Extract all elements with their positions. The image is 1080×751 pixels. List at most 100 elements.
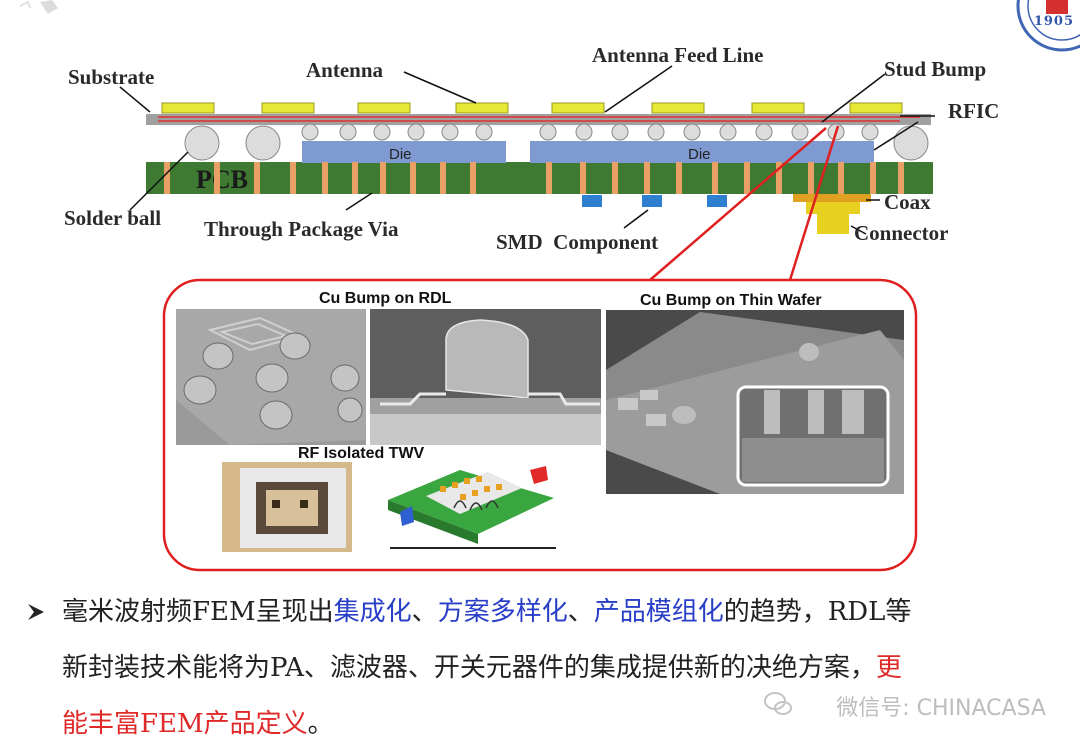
antenna-patch: [849, 102, 903, 114]
highlight-integration: 集成化: [333, 597, 412, 627]
through-package-via: [580, 162, 586, 194]
through-package-via: [838, 162, 844, 194]
pcb-label: PCB: [196, 165, 248, 194]
pcb-layer: [146, 162, 933, 194]
through-package-via: [898, 162, 904, 194]
through-package-via: [380, 162, 386, 194]
antenna-patch: [651, 102, 705, 114]
bullet-arrow-icon: [28, 604, 44, 620]
die-right-label: Die: [688, 146, 711, 163]
stud-bump: [647, 123, 665, 141]
through-package-via: [644, 162, 650, 194]
through-package-via: [776, 162, 782, 194]
label-substrate: Substrate: [68, 65, 154, 89]
through-package-via: [254, 162, 260, 194]
through-package-via: [352, 162, 358, 194]
substrate-layer: [146, 114, 931, 125]
watermark: 微信号: CHINACASA: [836, 696, 1046, 721]
photo-title-rf-isolated-twv: RF Isolated TWV: [298, 445, 425, 462]
die-left-label: Die: [389, 146, 412, 163]
label-solder-ball: Solder ball: [64, 206, 161, 230]
through-package-via: [870, 162, 876, 194]
label-antenna: Antenna: [306, 58, 384, 82]
callout-pointer: [649, 125, 840, 281]
label-rfic: RFIC: [948, 99, 999, 123]
antenna-array: [161, 102, 903, 114]
photo-title-cu-bump-rdl: Cu Bump on RDL: [319, 290, 452, 307]
through-package-via: [470, 162, 476, 194]
wechat-icon: [764, 692, 792, 715]
stud-bump: [791, 123, 809, 141]
speaker-icon: [19, 0, 58, 14]
antenna-feed-line: [158, 116, 920, 122]
die-left: [302, 141, 506, 163]
logo-year: 1905: [1033, 14, 1074, 29]
through-package-via: [546, 162, 552, 194]
label-connector: Connector: [854, 221, 948, 245]
highlight-diversification: 方案多样化: [437, 597, 568, 627]
text-segment: 、: [411, 597, 438, 627]
label-coax: Coax: [884, 190, 931, 214]
die-right: [530, 141, 874, 163]
stud-bump: [755, 123, 773, 141]
through-package-via: [744, 162, 750, 194]
sem-photo-cross-section: [370, 309, 601, 445]
solder-balls: [184, 125, 929, 161]
through-package-via: [214, 162, 220, 194]
text-segment: 毫米波射频FEM呈现出: [62, 597, 334, 627]
label-smd-component: SMD Component: [496, 230, 658, 254]
stud-bump: [539, 123, 557, 141]
summary-line-3: 能丰富FEM产品定义。: [62, 701, 1062, 747]
summary-paragraph: 毫米波射频FEM呈现出集成化、方案多样化、产品模组化的趋势，RDL等 新封装技术…: [62, 589, 1062, 747]
through-package-via: [290, 162, 296, 194]
photo-title-cu-bump-thin-wafer: Cu Bump on Thin Wafer: [640, 292, 822, 309]
antenna-patch: [455, 102, 509, 114]
university-logo: [1016, 0, 1080, 52]
through-package-via: [440, 162, 446, 194]
stud-bump: [373, 123, 391, 141]
label-through-package-via: Through Package Via: [204, 217, 399, 241]
stud-bump: [407, 123, 425, 141]
stud-bump: [475, 123, 493, 141]
stud-bump: [861, 123, 879, 141]
antenna-patch: [751, 102, 805, 114]
stud-bump: [339, 123, 357, 141]
antenna-patch: [357, 102, 411, 114]
stud-bump: [611, 123, 629, 141]
antenna-patch: [551, 102, 605, 114]
label-antenna-feed-line: Antenna Feed Line: [592, 43, 764, 67]
summary-line-2: 新封装技术能将为PA、滤波器、开关元器件的集成提供新的决绝方案，更: [62, 645, 1062, 691]
stud-bump: [683, 123, 701, 141]
through-package-via: [808, 162, 814, 194]
stud-bump: [301, 123, 319, 141]
antenna-patch: [261, 102, 315, 114]
antenna-patch: [161, 102, 215, 114]
stud-bumps: [301, 123, 879, 141]
sem-photo-bumps: [176, 309, 366, 445]
through-package-via: [712, 162, 718, 194]
leader-lines: [119, 65, 935, 235]
highlight-red: 更: [875, 653, 902, 683]
stud-bump: [575, 123, 593, 141]
chip-photo: [222, 462, 352, 552]
module-3d-render: [388, 466, 556, 549]
through-package-via: [410, 162, 416, 194]
text-segment: 新封装技术能将为PA、滤波器、开关元器件的集成提供新的决绝方案，: [62, 653, 876, 683]
through-package-via: [322, 162, 328, 194]
stud-bump: [441, 123, 459, 141]
coax-connector: [793, 194, 871, 234]
text-segment: 、: [567, 597, 594, 627]
label-stud-bump: Stud Bump: [884, 57, 986, 81]
through-package-via: [676, 162, 682, 194]
through-package-via: [164, 162, 170, 194]
summary-line-1: 毫米波射频FEM呈现出集成化、方案多样化、产品模组化的趋势，RDL等: [62, 589, 1062, 635]
highlight-modularization: 产品模组化: [593, 597, 724, 627]
stud-bump: [719, 123, 737, 141]
through-package-via: [612, 162, 618, 194]
smd-components: [582, 195, 727, 207]
text-segment: 。: [307, 709, 334, 739]
sem-photo-thin-wafer: [606, 310, 904, 494]
text-segment: 的趋势，RDL等: [723, 597, 912, 627]
highlight-red: 能丰富FEM产品定义: [62, 709, 308, 739]
through-package-vias: [164, 162, 904, 194]
